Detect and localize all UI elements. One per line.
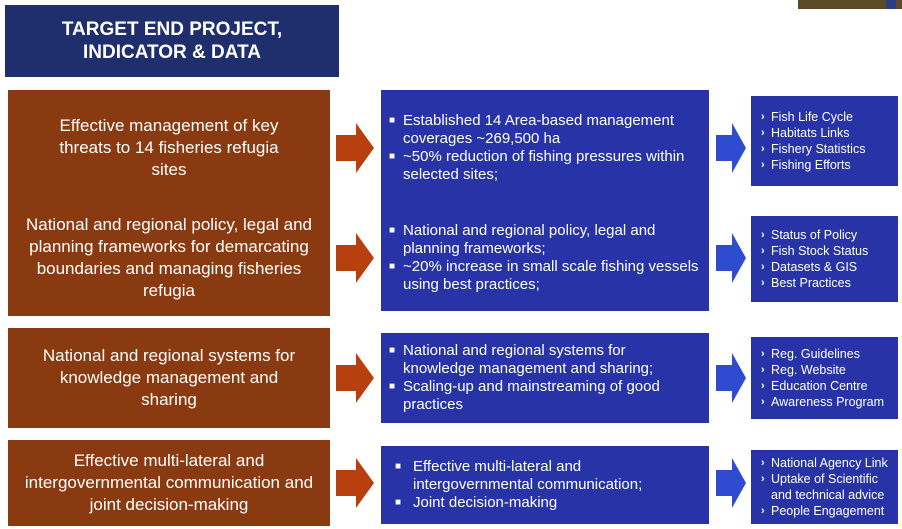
arrow-icon-4b	[716, 458, 746, 508]
data-2-item-4: ›Best Practices	[761, 276, 851, 290]
arrow-icon-1a	[336, 123, 374, 173]
data-box-4: ›National Agency Link ›Uptake of Scienti…	[751, 450, 898, 524]
data-2-item-3: ›Datasets & GIS	[761, 260, 858, 274]
arrow-icon-3a	[336, 353, 374, 403]
title-line-1: TARGET END PROJECT,	[61, 19, 283, 40]
corner-image-fragment	[798, 0, 902, 9]
target-box-1: Effective management of key threats to 1…	[8, 90, 330, 206]
target-text-1: Effective management of key threats to 1…	[59, 116, 279, 179]
data-4-item-2: ›Uptake of Scientific	[761, 472, 878, 486]
page-title: TARGET END PROJECT, INDICATOR & DATA	[5, 5, 339, 77]
indicator-2-item-2: ■~20% increase in small scale fishing ve…	[389, 258, 699, 293]
indicator-1-item-1: ■Established 14 Area-based management co…	[389, 112, 675, 147]
target-text-3: National and regional systems for knowle…	[42, 346, 296, 409]
target-box-4: Effective multi-lateral and intergovernm…	[8, 440, 330, 526]
indicator-3-item-1: ■National and regional systems for knowl…	[389, 342, 654, 377]
data-2-item-2: ›Fish Stock Status	[761, 244, 869, 258]
data-1-item-3: ›Fishery Statistics	[761, 142, 866, 156]
indicator-4-item-1: ■Effective multi-lateral and intergovern…	[395, 458, 643, 493]
arrow-icon-4a	[336, 458, 374, 508]
target-box-3: National and regional systems for knowle…	[8, 328, 330, 428]
indicator-3-item-2: ■Scaling-up and mainstreaming of good pr…	[389, 378, 660, 413]
target-text-4: Effective multi-lateral and intergovernm…	[24, 451, 314, 514]
indicator-box-1: ■Established 14 Area-based management co…	[381, 90, 709, 206]
title-line-2: INDICATOR & DATA	[82, 42, 262, 63]
indicator-4-item-2: ■Joint decision-making	[395, 494, 558, 511]
data-3-item-2: ›Reg. Website	[761, 363, 846, 377]
arrow-icon-3b	[716, 353, 746, 403]
data-1-item-2: ›Habitats Links	[761, 126, 850, 140]
target-text-2: National and regional policy, legal and …	[25, 215, 313, 300]
indicator-2-item-1: ■National and regional policy, legal and…	[389, 222, 656, 257]
arrow-icon-1b	[716, 123, 746, 173]
data-1-item-4: ›Fishing Efforts	[761, 158, 851, 172]
data-4-item-1: ›National Agency Link	[761, 456, 888, 470]
data-1-item-1: ›Fish Life Cycle	[761, 110, 853, 124]
data-4-item-3: and technical advice	[771, 488, 885, 502]
data-box-2: ›Status of Policy ›Fish Stock Status ›Da…	[751, 216, 898, 302]
data-4-item-4: ›People Engagement	[761, 504, 885, 518]
data-box-3: ›Reg. Guidelines ›Reg. Website ›Educatio…	[751, 337, 898, 419]
indicator-box-2: ■National and regional policy, legal and…	[381, 205, 709, 311]
data-box-1: ›Fish Life Cycle ›Habitats Links ›Fisher…	[751, 96, 898, 186]
target-box-2: National and regional policy, legal and …	[8, 200, 330, 316]
arrow-icon-2b	[716, 233, 746, 283]
data-2-item-1: ›Status of Policy	[761, 228, 858, 242]
indicator-box-3: ■National and regional systems for knowl…	[381, 333, 709, 423]
data-3-item-4: ›Awareness Program	[761, 395, 885, 409]
indicator-box-4: ■Effective multi-lateral and intergovern…	[381, 446, 709, 524]
arrow-icon-2a	[336, 233, 374, 283]
data-3-item-1: ›Reg. Guidelines	[761, 347, 860, 361]
indicator-1-item-2: ■~50% reduction of fishing pressures wit…	[389, 148, 685, 183]
data-3-item-3: ›Education Centre	[761, 379, 868, 393]
